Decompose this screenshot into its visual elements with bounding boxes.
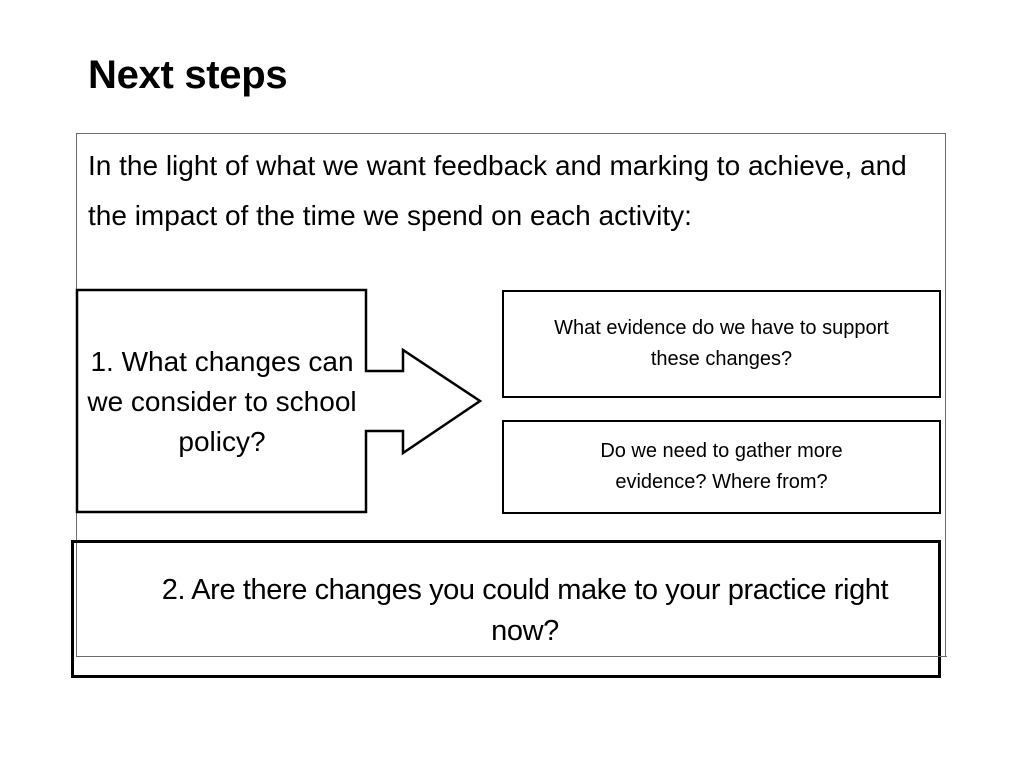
intro-paragraph: In the light of what we want feedback an… <box>88 150 907 231</box>
evidence-question-box: What evidence do we have to support thes… <box>502 290 941 398</box>
slide-title: Next steps <box>88 53 288 97</box>
frame-bottom-edge <box>76 656 947 657</box>
practice-question-text: 2. Are there changes you could make to y… <box>161 574 889 647</box>
evidence-question-text: What evidence do we have to support thes… <box>554 317 889 370</box>
gather-evidence-question-box: Do we need to gather more evidence? Wher… <box>502 420 941 514</box>
gather-evidence-question-text: Do we need to gather more evidence? Wher… <box>600 440 843 493</box>
callout-policy-question: 1. What changes can we consider to schoo… <box>87 346 357 457</box>
frame-right-edge <box>945 540 946 657</box>
practice-question-box <box>71 540 941 678</box>
